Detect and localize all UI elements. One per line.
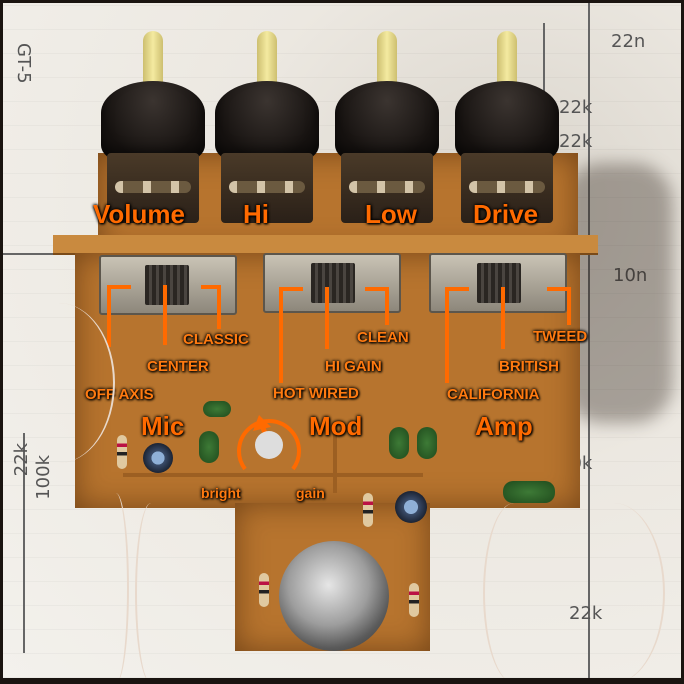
amp-bracket-right <box>547 287 571 325</box>
mod-tick-center <box>325 287 329 349</box>
mic-bracket-left <box>107 285 131 347</box>
knob-indicator <box>143 31 163 89</box>
amp-position-california: CALIFORNIA <box>447 386 540 403</box>
capacitor <box>503 481 555 503</box>
wire <box>563 503 665 678</box>
switch-actuator[interactable] <box>311 263 355 303</box>
electrolytic-capacitor <box>143 443 173 473</box>
amp-position-tweed: TWEED <box>533 328 588 345</box>
pcb-edge <box>53 235 598 255</box>
wire <box>135 503 167 678</box>
hi-label: Hi <box>243 199 269 229</box>
pcb-trace <box>123 473 423 477</box>
volume-label: Volume <box>93 199 185 229</box>
mic-title: Mic <box>141 411 185 441</box>
wire <box>3 303 115 463</box>
knob-cap <box>455 81 559 161</box>
photo-frame: 22n 22k 22k 10n 10k 22k 100k 22k GT-5 Vo… <box>3 3 681 678</box>
electrolytic-capacitor <box>395 491 427 523</box>
footswitch[interactable] <box>279 541 389 651</box>
schematic-label: 22n <box>611 31 646 52</box>
amp-switch[interactable] <box>429 253 567 313</box>
schematic-line <box>23 433 25 653</box>
knob-indicator <box>257 31 277 89</box>
wire <box>483 503 545 678</box>
resistor <box>409 583 419 617</box>
knob-indicator <box>377 31 397 89</box>
knob-cap <box>215 81 319 161</box>
knob-cap <box>101 81 205 161</box>
amp-position-british: BRITISH <box>499 358 559 375</box>
schematic-label: GT-5 <box>13 43 34 84</box>
capacitor <box>417 427 437 459</box>
resistor <box>117 435 127 469</box>
potentiometer <box>461 153 553 223</box>
trim-gain-label: gain <box>296 485 325 501</box>
trim-bright-label: bright <box>201 485 241 501</box>
drive-label: Drive <box>473 199 539 229</box>
trim-pot[interactable] <box>255 431 283 459</box>
mod-position-hot-wired: HOT WIRED <box>273 385 359 402</box>
capacitor <box>203 401 231 417</box>
knob-cap <box>335 81 439 161</box>
mic-position-center: CENTER <box>147 358 209 375</box>
capacitor <box>389 427 409 459</box>
knob-indicator <box>497 31 517 89</box>
amp-bracket-left <box>445 287 469 383</box>
potentiometer <box>341 153 433 223</box>
wire <box>103 493 129 678</box>
amp-tick-center <box>501 287 505 349</box>
mic-tick-center <box>163 285 167 345</box>
mod-position-hi-gain: HI GAIN <box>325 358 382 375</box>
mod-bracket-left <box>279 287 303 383</box>
schematic-line <box>588 3 590 678</box>
schematic-label: 22k <box>559 97 593 118</box>
capacitor <box>199 431 219 463</box>
mod-title: Mod <box>309 411 363 441</box>
switch-actuator[interactable] <box>145 265 189 305</box>
low-label: Low <box>365 199 417 229</box>
mic-bracket-right <box>201 285 221 329</box>
schematic-label: 10n <box>613 265 648 286</box>
mod-switch[interactable] <box>263 253 401 313</box>
potentiometer <box>107 153 199 223</box>
shadow <box>563 163 673 423</box>
schematic-label: 22k <box>559 131 593 152</box>
mic-position-classic: CLASSIC <box>183 331 249 348</box>
amp-title: Amp <box>475 411 533 441</box>
switch-actuator[interactable] <box>477 263 521 303</box>
potentiometer <box>221 153 313 223</box>
schematic-line <box>3 253 83 255</box>
pcb-trace <box>333 433 337 493</box>
mod-bracket-right <box>365 287 389 325</box>
resistor <box>363 493 373 527</box>
mod-position-clean: CLEAN <box>357 329 409 346</box>
resistor <box>259 573 269 607</box>
